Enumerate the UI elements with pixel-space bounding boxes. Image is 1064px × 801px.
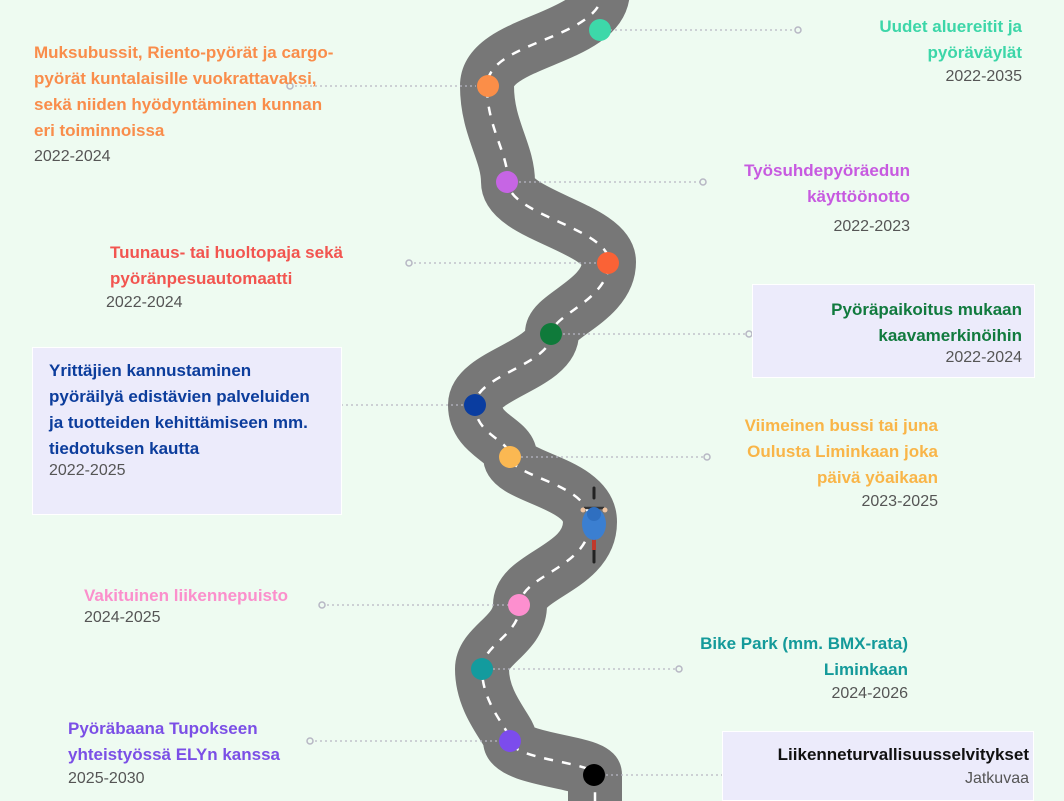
milestone-years-liikennepuisto: 2024-2025 xyxy=(84,609,161,626)
milestone-liikennepuisto: Vakituinen liikennepuisto 2024-2025 xyxy=(84,583,344,629)
milestone-dot-yrittajien xyxy=(464,394,486,416)
cyclist-icon xyxy=(580,486,608,564)
milestone-years-liikenneturva: Jatkuvaa xyxy=(964,770,1029,787)
milestone-pyorabaana: Pyöräbaana Tupokseen yhteistyössä ELYn k… xyxy=(68,716,338,790)
milestone-tuunaus: Tuunaus- tai huoltopaja sekä pyöränpesua… xyxy=(106,240,406,314)
milestone-years-bikepark: 2024-2026 xyxy=(831,685,908,702)
milestone-title-tuunaus: Tuunaus- tai huoltopaja sekä pyöränpesua… xyxy=(110,243,343,288)
milestone-dot-liikennepuisto xyxy=(508,594,530,616)
milestone-dot-alueriitit xyxy=(589,19,611,41)
milestone-muksubussit: Muksubussit, Riento-pyörät ja cargo-pyör… xyxy=(34,40,344,168)
milestone-dot-tuunaus xyxy=(597,252,619,274)
milestone-title-bikepark: Bike Park (mm. BMX-rata) Liminkaan xyxy=(700,634,908,679)
milestone-title-pyorabaana: Pyöräbaana Tupokseen yhteistyössä ELYn k… xyxy=(68,719,280,764)
milestone-dot-liikenneturva xyxy=(583,764,605,786)
milestone-title-pyorapaikoitus: Pyöräpaikoitus mukaan kaavamerkinöihin xyxy=(831,300,1022,345)
milestone-tyosuhde: Työsuhdepyöräedun käyttöönotto 2022-2023 xyxy=(700,158,910,238)
milestone-years-pyorapaikoitus: 2022-2024 xyxy=(945,349,1022,366)
milestone-years-viimeinen: 2023-2025 xyxy=(861,493,938,510)
milestone-title-yrittajien: Yrittäjien kannustaminen pyöräilyä edist… xyxy=(49,361,310,458)
milestone-years-alueriitit: 2022-2035 xyxy=(945,68,1022,85)
milestone-title-liikenneturva: Liikenneturvallisuusselvitykset xyxy=(777,745,1029,764)
milestone-title-liikennepuisto: Vakituinen liikennepuisto xyxy=(84,586,289,605)
milestone-liikenneturva: Liikenneturvallisuusselvitykset Jatkuvaa xyxy=(722,731,1034,801)
milestone-dot-muksubussit xyxy=(477,75,499,97)
milestone-viimeinen: Viimeinen bussi tai juna Oulusta Liminka… xyxy=(700,413,938,513)
milestone-dot-tyosuhde xyxy=(496,171,518,193)
milestone-title-alueriitit: Uudet aluereitit ja pyöräväylät xyxy=(879,17,1022,62)
milestone-dot-pyorapaikoitus xyxy=(540,323,562,345)
milestone-dot-pyorabaana xyxy=(499,730,521,752)
milestone-bikepark: Bike Park (mm. BMX-rata) Liminkaan 2024-… xyxy=(640,631,908,705)
milestone-years-muksubussit: 2022-2024 xyxy=(34,148,111,165)
milestone-pyorapaikoitus: Pyöräpaikoitus mukaan kaavamerkinöihin 2… xyxy=(752,284,1035,378)
road xyxy=(448,0,636,801)
milestone-title-tyosuhde: Työsuhdepyöräedun käyttöönotto xyxy=(744,161,910,206)
milestone-years-tuunaus: 2022-2024 xyxy=(106,294,183,311)
milestone-dot-viimeinen xyxy=(499,446,521,468)
milestone-title-muksubussit: Muksubussit, Riento-pyörät ja cargo-pyör… xyxy=(34,43,334,140)
milestone-years-tyosuhde: 2022-2023 xyxy=(833,218,910,235)
milestone-title-viimeinen: Viimeinen bussi tai juna Oulusta Liminka… xyxy=(744,416,938,487)
milestone-alueriitit: Uudet aluereitit ja pyöräväylät 2022-203… xyxy=(790,14,1022,88)
milestone-dot-bikepark xyxy=(471,658,493,680)
milestone-years-yrittajien: 2022-2025 xyxy=(49,462,126,479)
milestone-yrittajien: Yrittäjien kannustaminen pyöräilyä edist… xyxy=(32,347,342,515)
milestone-years-pyorabaana: 2025-2030 xyxy=(68,770,145,787)
